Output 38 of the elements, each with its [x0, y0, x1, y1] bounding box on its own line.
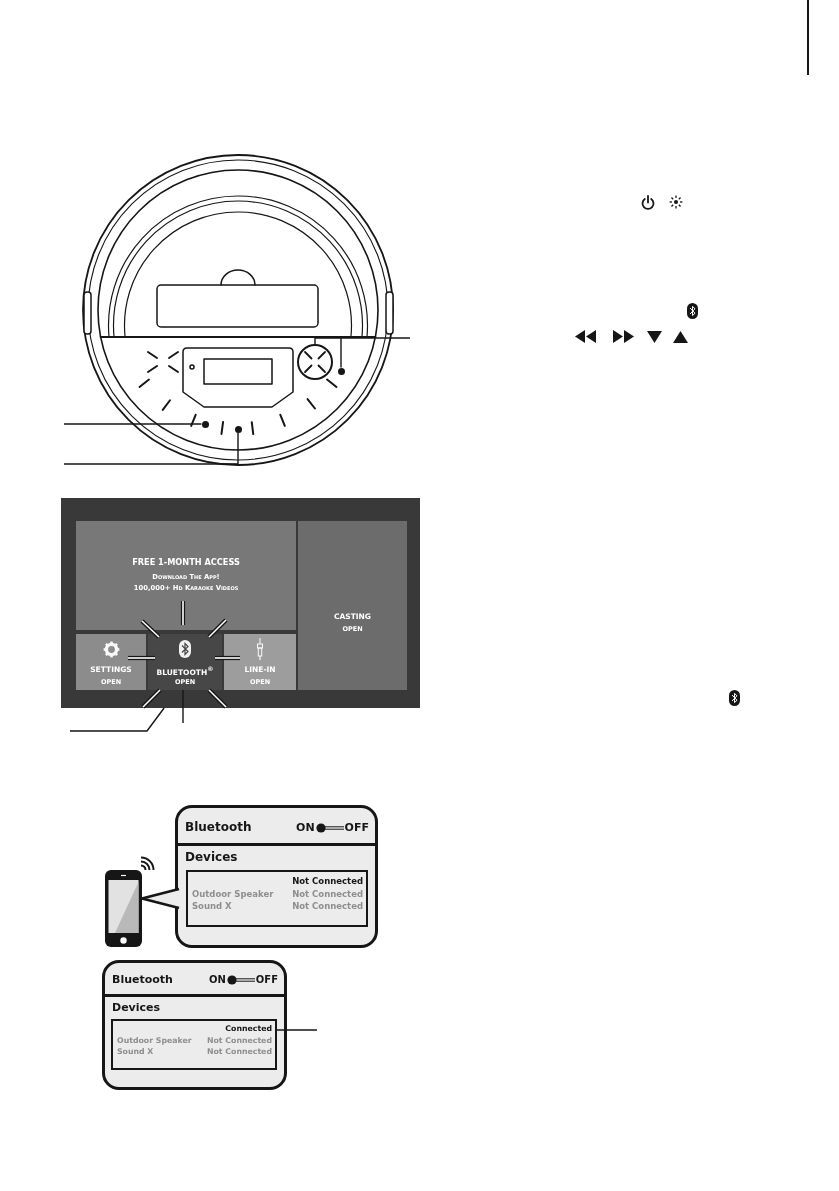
settings-panel	[175, 805, 378, 948]
toggle-label: OFF	[344, 822, 369, 833]
settings-panel	[102, 960, 287, 1090]
device-list	[111, 1019, 277, 1070]
menu-tile	[148, 634, 222, 690]
control-ring	[297, 344, 333, 380]
toggle-label: ON	[208, 974, 226, 985]
leader-line	[63, 431, 239, 465]
leader-line	[276, 1029, 318, 1031]
speech-bubble-tail	[140, 887, 181, 910]
status-text: Not Connected	[292, 902, 363, 911]
leader-line	[340, 337, 342, 369]
tv-screen	[61, 498, 420, 708]
indicator-dot	[201, 420, 209, 428]
promo-banner	[76, 521, 296, 630]
toggle-label: OFF	[255, 974, 278, 985]
status-text: Not Connected	[292, 889, 363, 899]
menu-tile	[76, 634, 146, 690]
leader-line	[182, 689, 184, 724]
leader-line	[69, 707, 165, 732]
device-name: Sound X	[192, 902, 232, 911]
promo-headline: FREE 1-MONTH ACCESS	[132, 558, 240, 567]
panel-title: Bluetooth	[112, 973, 173, 985]
device-list	[186, 870, 368, 927]
device-name: Outdoor Speaker	[192, 889, 274, 899]
smartphone	[105, 870, 142, 947]
toggle-label: ON	[296, 822, 315, 833]
indicator-dot	[234, 425, 242, 433]
leader-line	[314, 337, 342, 345]
menu-tile	[298, 521, 407, 690]
menu-tile	[224, 634, 296, 690]
section-heading: Devices	[185, 851, 238, 864]
panel-title: Bluetooth	[185, 821, 252, 834]
indicator-dot	[337, 367, 345, 375]
status-text: Not Connected	[292, 877, 363, 886]
leader-line	[340, 337, 411, 339]
leader-line	[63, 423, 203, 425]
section-heading: Devices	[112, 1001, 161, 1013]
